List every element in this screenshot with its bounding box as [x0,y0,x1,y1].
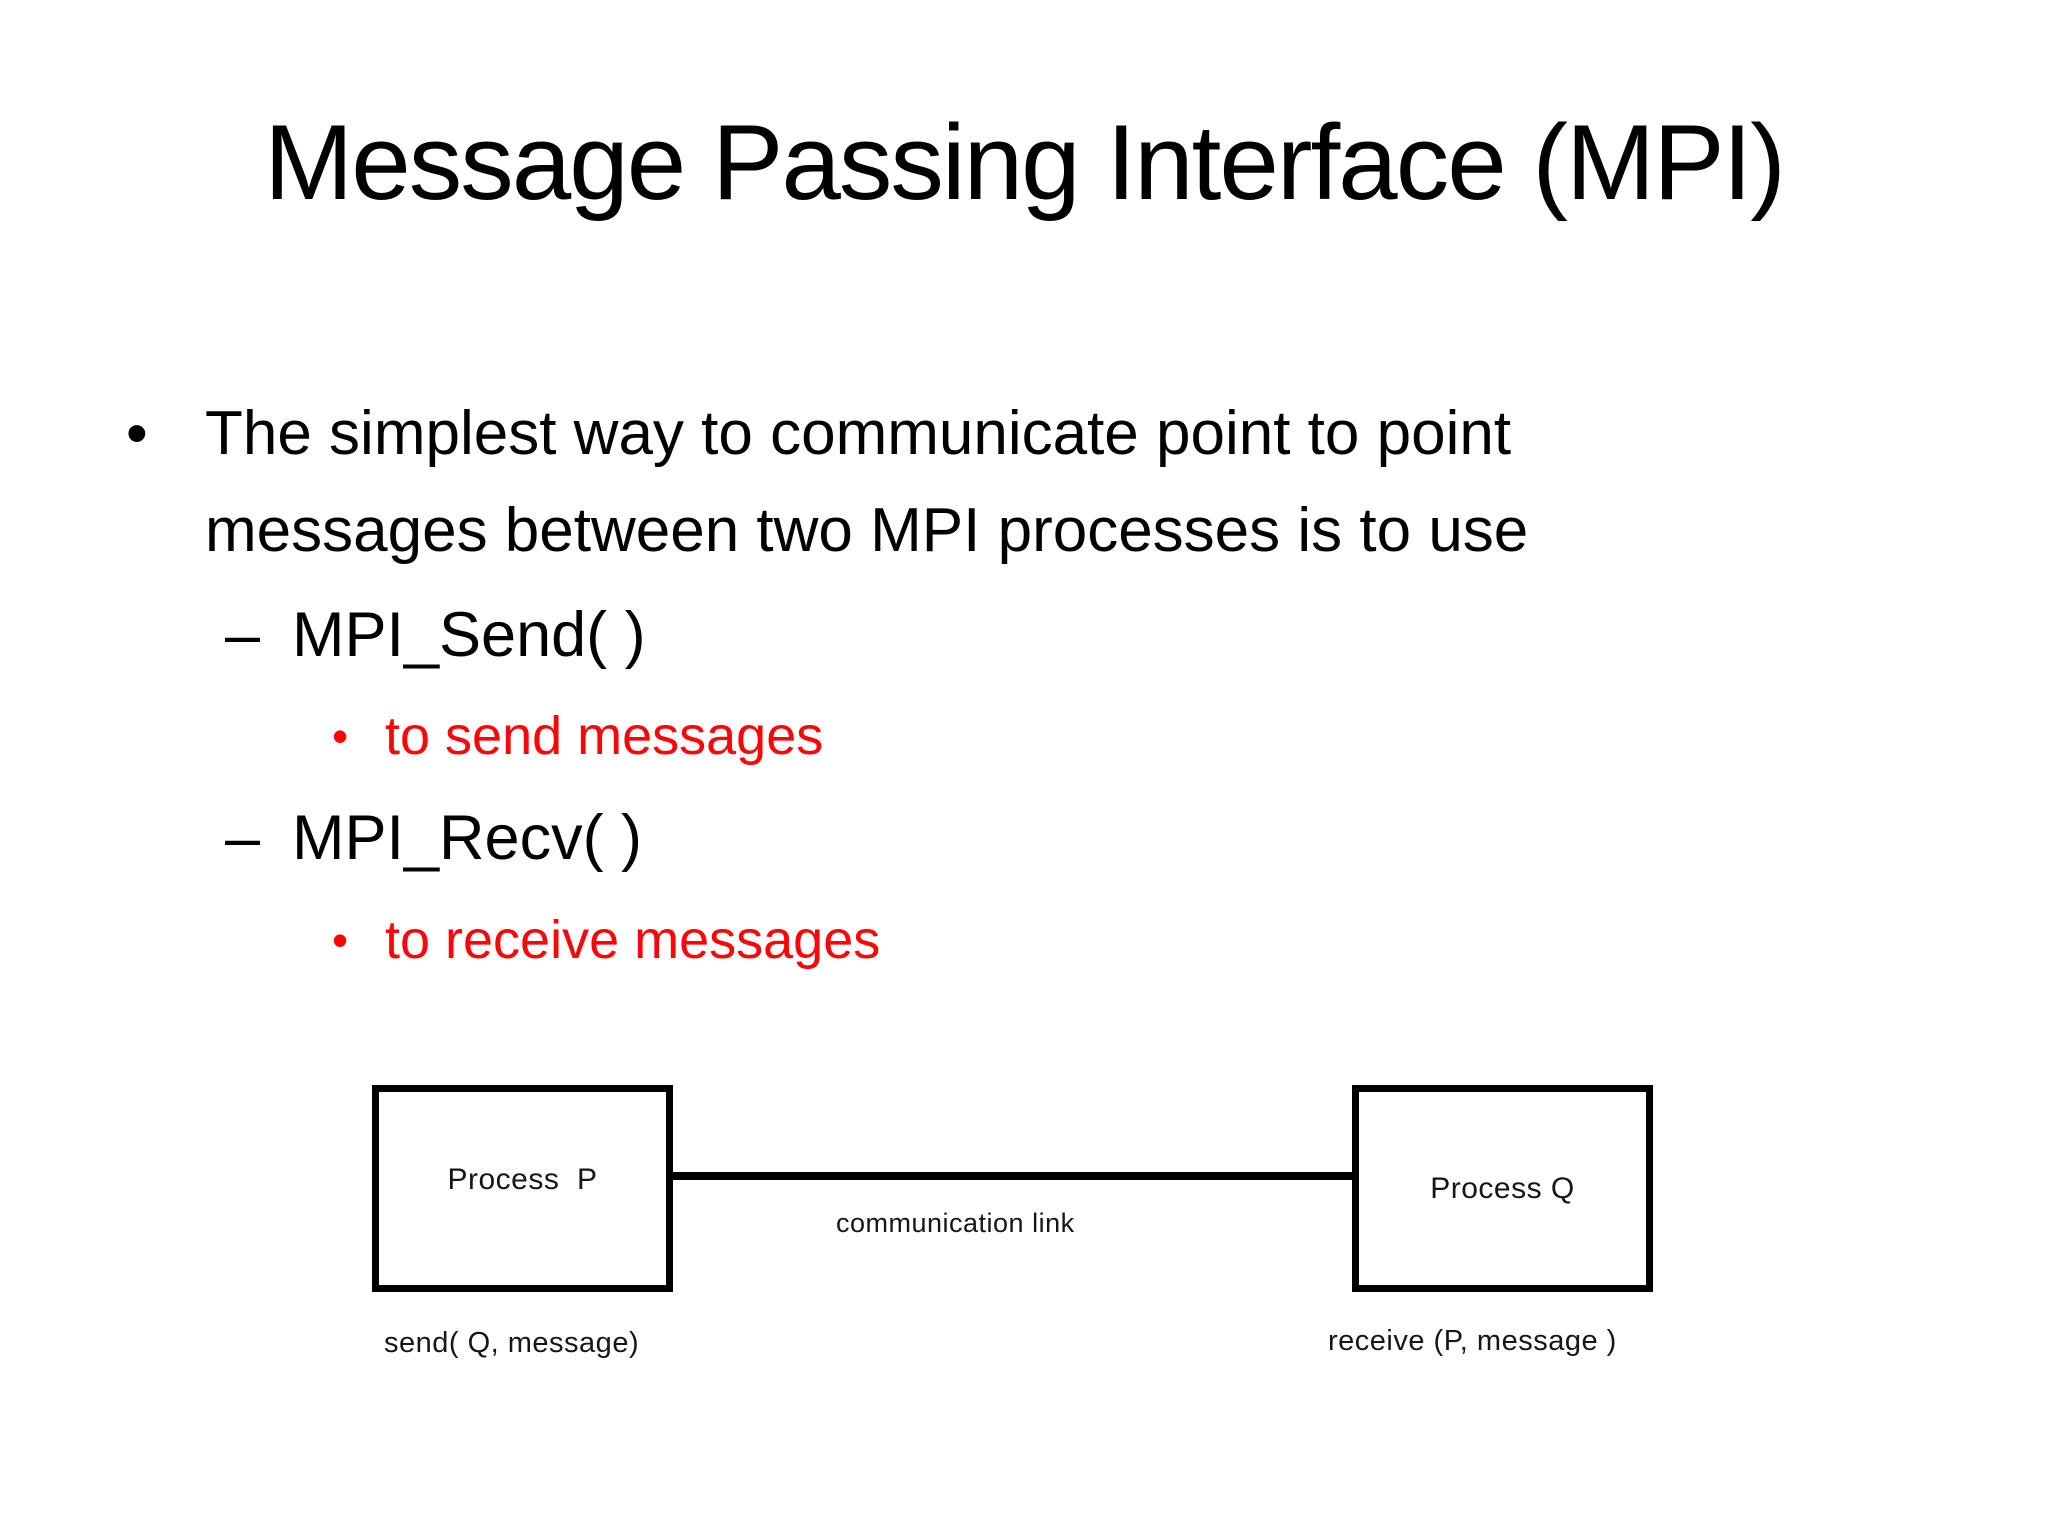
send-caption: send( Q, message) [384,1327,640,1359]
bullet-mpi-send-label: MPI_Send( ) [292,600,646,670]
process-q-box: Process Q [1352,1085,1653,1292]
sub-bullet-icon: • [332,914,349,966]
bullet-mpi-recv-label: MPI_Recv( ) [292,803,643,873]
bullet-main-line2: messages between two MPI processes is to… [205,496,1529,565]
process-q-label: Process Q [1430,1171,1575,1205]
bullet-recv-note-label: to receive messages [385,910,881,970]
sub-bullet-icon: • [332,710,349,762]
process-p-box: Process P [372,1085,673,1292]
bullet-main-text: The simplest way to communicate point to… [205,385,1528,579]
dash-icon: – [225,803,261,873]
bullet-send-note-label: to send messages [385,706,824,766]
bullet-icon: • [126,399,148,468]
slide-title: Message Passing Interface (MPI) [264,102,1786,222]
communication-link-line [670,1172,1356,1180]
process-p-label: Process P [447,1162,598,1196]
receive-caption: receive (P, message ) [1328,1325,1617,1357]
dash-icon: – [225,600,261,670]
communication-link-label: communication link [836,1208,1075,1238]
bullet-main-line1: The simplest way to communicate point to… [205,399,1512,468]
